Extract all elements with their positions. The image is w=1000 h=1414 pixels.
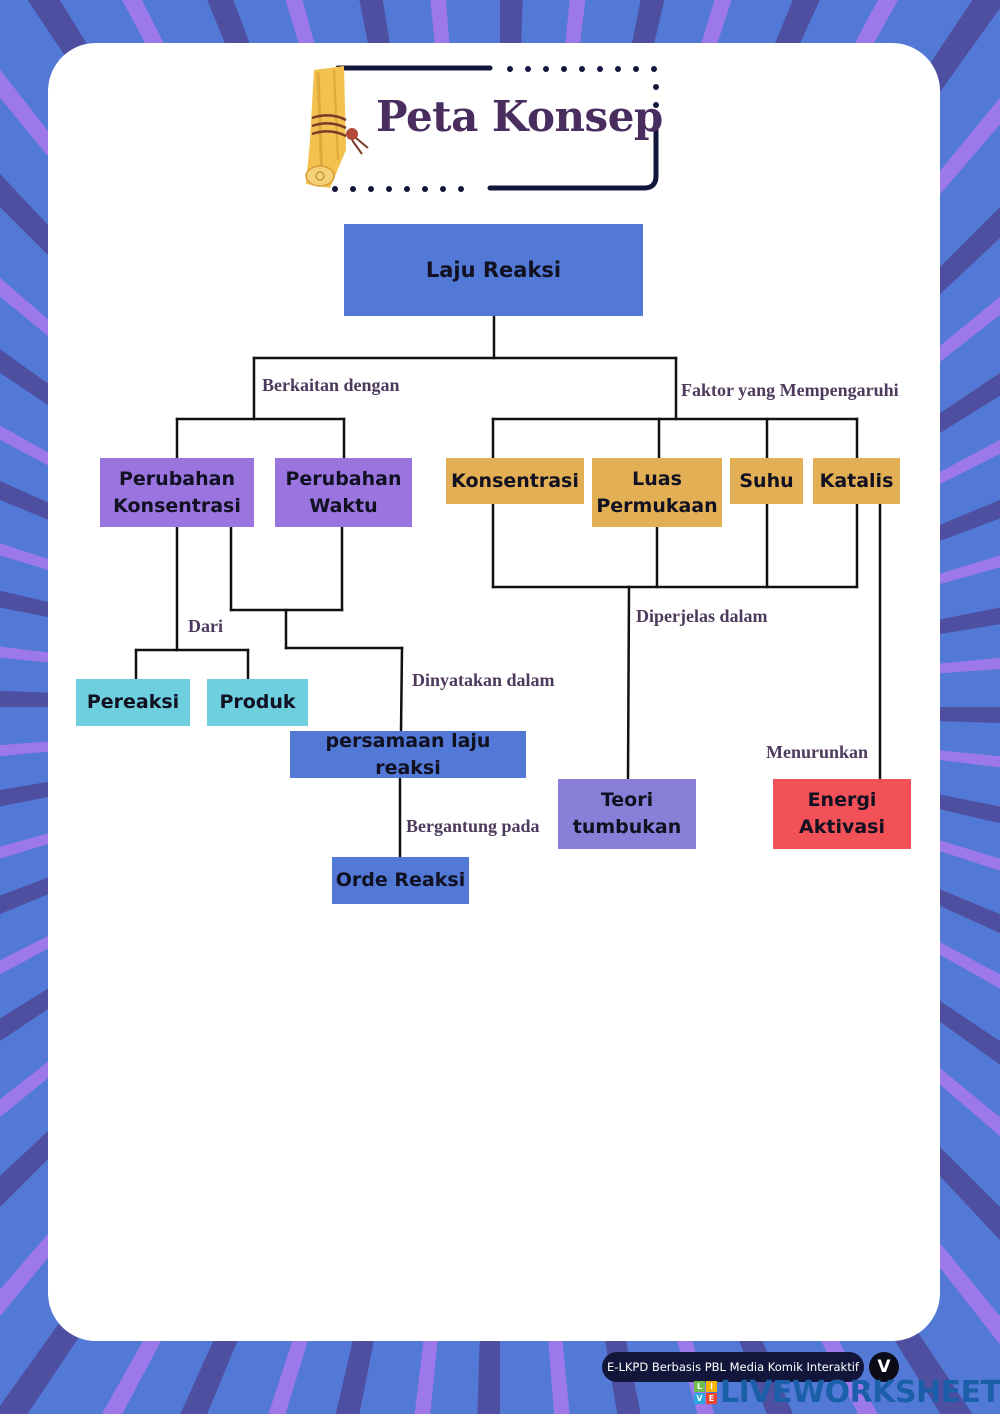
- node-perubahan-waktu: Perubahan Waktu: [275, 458, 412, 527]
- live-grid-icon: L I V E: [694, 1381, 717, 1404]
- node-label: Orde Reaksi: [335, 869, 466, 891]
- node-label: Waktu: [309, 494, 378, 517]
- dotted-border-bottom: [332, 186, 464, 192]
- link-label-menurunkan: Menurunkan: [766, 742, 869, 762]
- node-label: Perubahan: [118, 467, 235, 490]
- node-label: Perubahan: [285, 467, 402, 490]
- node-label: Teori: [600, 789, 654, 811]
- node-label: Energi: [807, 789, 877, 811]
- node-katalis: Katalis: [813, 458, 900, 504]
- node-pereaksi: Pereaksi: [76, 679, 190, 726]
- link-label-berkaitan: Berkaitan dengan: [262, 375, 400, 395]
- node-label: Konsentrasi: [451, 469, 579, 492]
- node-produk: Produk: [207, 679, 308, 726]
- link-label-diperjelas: Diperjelas dalam: [636, 606, 768, 626]
- node-orde-reaksi: Orde Reaksi: [332, 857, 469, 904]
- node-label: tumbukan: [572, 816, 682, 838]
- node-energi-aktivasi: Energi Aktivasi: [773, 779, 911, 849]
- node-label: persamaan laju reaksi: [325, 729, 491, 779]
- node-label: Katalis: [819, 469, 894, 492]
- node-label: Laju Reaksi: [425, 257, 562, 282]
- brand-name: LIVEWORKSHEETS: [720, 1375, 1000, 1410]
- page-title: Peta Konsep: [376, 92, 663, 141]
- node-laju-reaksi: Laju Reaksi: [344, 224, 643, 316]
- node-label: Produk: [219, 691, 296, 713]
- node-perubahan-konsentrasi: Perubahan Konsentrasi: [100, 458, 254, 527]
- logo-letter: E: [706, 1393, 717, 1404]
- footer-badge: V: [869, 1352, 899, 1382]
- link-label-faktor: Faktor yang Mempengaruhi: [681, 380, 899, 400]
- node-label: Aktivasi: [799, 816, 885, 838]
- link-label-dinyatakan: Dinyatakan dalam: [412, 670, 555, 690]
- link-label-dari: Dari: [188, 616, 223, 636]
- logo-letter: V: [694, 1393, 705, 1404]
- scroll-icon: [305, 66, 369, 188]
- node-label: Luas: [632, 467, 682, 490]
- node-suhu: Suhu: [730, 458, 803, 504]
- node-konsentrasi: Konsentrasi: [446, 458, 584, 504]
- node-label: Konsentrasi: [113, 494, 241, 517]
- node-label: Permukaan: [596, 494, 718, 517]
- node-teori-tumbukan: Teori tumbukan: [558, 779, 696, 849]
- node-luas-permukaan: Luas Permukaan: [592, 458, 722, 527]
- logo-letter: L: [694, 1381, 705, 1392]
- liveworksheets-logo[interactable]: L I V E LIVEWORKSHEETS: [694, 1375, 1000, 1410]
- title-frame: [305, 65, 659, 192]
- dotted-border-top: [507, 66, 659, 108]
- logo-letter: I: [706, 1381, 717, 1392]
- node-label: Pereaksi: [86, 691, 180, 713]
- node-persamaan-laju-reaksi: persamaan laju reaksi: [290, 730, 526, 779]
- footer-caption: E-LKPD Berbasis PBL Media Komik Interakt…: [602, 1352, 864, 1382]
- node-label: Suhu: [739, 469, 794, 492]
- link-label-bergantung: Bergantung pada: [406, 816, 540, 836]
